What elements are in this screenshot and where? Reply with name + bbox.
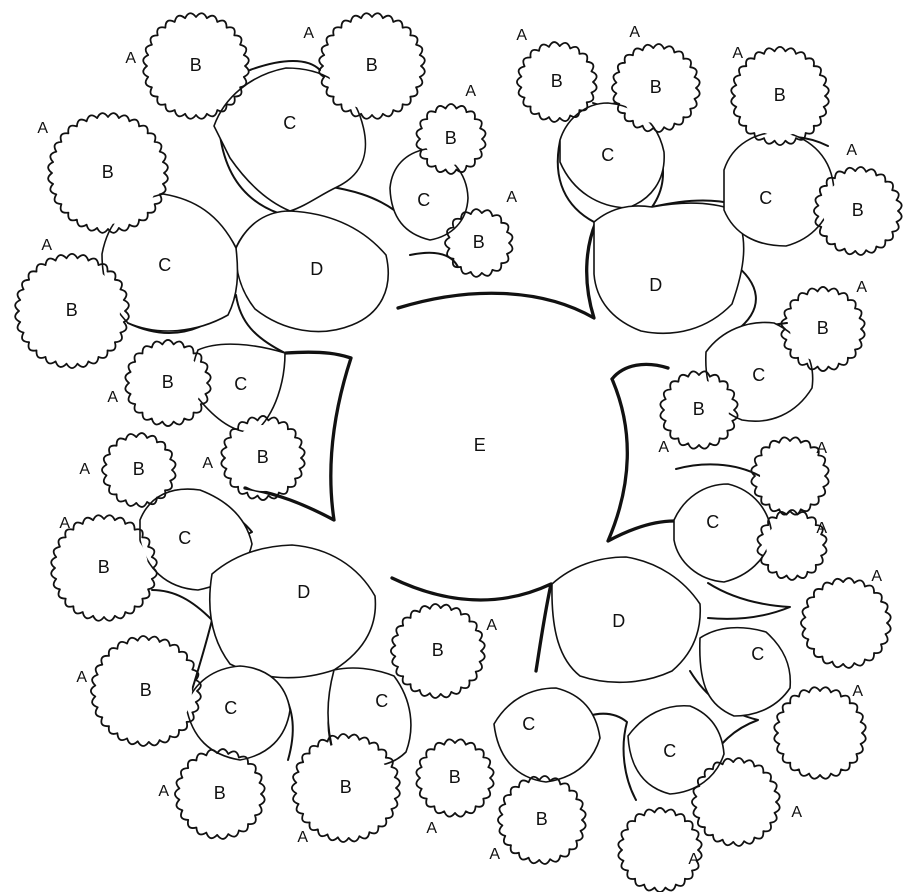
label-a-3: A: [125, 50, 136, 67]
br-cusp-4: [676, 464, 760, 476]
label-b-42: B: [133, 459, 146, 479]
label-c-58: C: [522, 714, 536, 734]
region-bodies: [102, 68, 834, 794]
label-a-16: A: [41, 237, 52, 254]
label-a-21: A: [202, 455, 213, 472]
label-b-62: B: [340, 777, 353, 797]
bottom-center-right-c-outline: [494, 688, 600, 782]
label-a-41: A: [816, 520, 827, 537]
label-b-45: B: [98, 557, 111, 577]
b-node-fill-24: [701, 767, 771, 837]
label-c-39: C: [706, 512, 720, 532]
label-b-28: B: [774, 85, 787, 105]
label-b-56: B: [432, 640, 445, 660]
label-b-64: B: [449, 767, 462, 787]
label-a-24: A: [516, 27, 527, 44]
label-a-38: A: [658, 439, 669, 456]
label-b-23: B: [551, 71, 564, 91]
label-b-31: B: [852, 200, 865, 220]
label-b-52: B: [140, 680, 153, 700]
label-c-19: C: [234, 374, 248, 394]
label-a-18: A: [107, 389, 118, 406]
label-c-30: C: [759, 188, 773, 208]
label-a-7: A: [37, 120, 48, 137]
label-a-4: A: [303, 25, 314, 42]
label-d-48: D: [612, 611, 626, 631]
label-c-5: C: [283, 113, 297, 133]
label-a-46: A: [59, 515, 70, 532]
label-b-60: B: [214, 783, 227, 803]
label-b-11: B: [473, 232, 486, 252]
label-c-44: C: [178, 528, 192, 548]
label-c-59: C: [663, 741, 677, 761]
label-a-65: A: [426, 820, 437, 837]
label-c-50: C: [751, 644, 765, 664]
label-a-9: A: [465, 83, 476, 100]
label-d-14: D: [310, 259, 324, 279]
b-node-fill-25: [783, 696, 857, 770]
label-a-40: A: [816, 440, 827, 457]
bottom-right-d-outline: [552, 557, 700, 682]
tl-cusp-6: [410, 253, 458, 267]
label-b-25: B: [650, 77, 663, 97]
label-c-36: C: [752, 365, 766, 385]
label-a-68: A: [688, 851, 699, 868]
label-b-8: B: [445, 128, 458, 148]
label-b-15: B: [66, 300, 79, 320]
label-c-27: C: [601, 145, 615, 165]
label-a-69: A: [791, 804, 802, 821]
label-e-22: E: [474, 435, 487, 455]
label-a-12: A: [506, 189, 517, 206]
label-b-34: B: [817, 318, 830, 338]
label-a-29: A: [732, 45, 743, 62]
label-a-26: A: [629, 24, 640, 41]
label-c-54: C: [224, 698, 238, 718]
label-a-57: A: [486, 617, 497, 634]
label-a-53: A: [76, 669, 87, 686]
label-a-35: A: [856, 279, 867, 296]
label-b-66: B: [536, 809, 549, 829]
label-b-20: B: [257, 447, 270, 467]
label-b-6: B: [102, 162, 115, 182]
b-node-fill-23: [627, 817, 693, 883]
label-c-10: C: [417, 190, 431, 210]
top-right-d-outline: [594, 203, 744, 333]
label-d-33: D: [649, 275, 663, 295]
label-a-43: A: [79, 461, 90, 478]
label-a-49: A: [871, 568, 882, 585]
bottom-left-d-outline: [210, 545, 376, 678]
bottom-right-c-outline: [674, 484, 772, 582]
b-node-fill-26: [810, 587, 882, 659]
br-cusp-1: [708, 583, 790, 619]
top-right-right-c-outline: [724, 132, 834, 246]
label-b-1: B: [190, 55, 203, 75]
label-a-63: A: [297, 829, 308, 846]
bottom-left-c2-outline: [186, 666, 290, 760]
label-c-13: C: [158, 255, 172, 275]
b-node-fill-28: [766, 519, 818, 571]
label-d-47: D: [297, 582, 311, 602]
b-node-fill-27: [760, 446, 820, 506]
label-a-51: A: [852, 683, 863, 700]
label-a-32: A: [846, 142, 857, 159]
label-a-67: A: [489, 846, 500, 863]
label-b-2: B: [366, 55, 379, 75]
bottom-right-c2-outline: [700, 628, 791, 716]
label-c-55: C: [375, 691, 389, 711]
label-b-37: B: [693, 399, 706, 419]
label-a-61: A: [158, 783, 169, 800]
label-b-17: B: [162, 372, 175, 392]
